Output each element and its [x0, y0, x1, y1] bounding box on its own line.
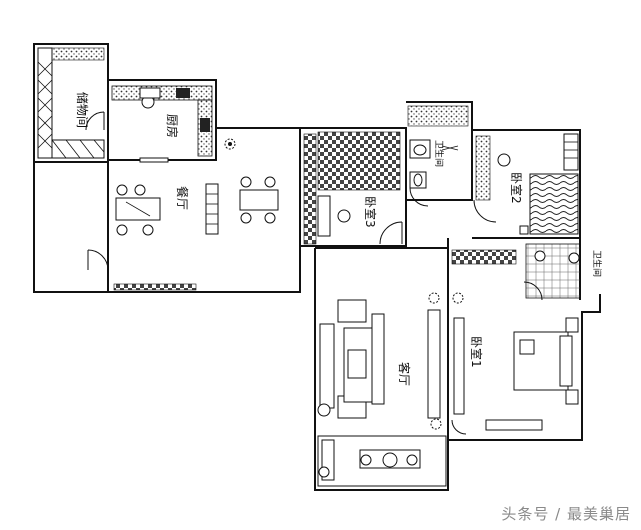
watermark-separator: /	[555, 505, 562, 523]
label-bedroom3: 卧室3	[363, 196, 378, 228]
plant-icon	[224, 138, 236, 150]
storage-room	[37, 47, 105, 159]
bedroom-2	[473, 133, 579, 235]
label-bedroom2: 卧室2	[509, 172, 524, 204]
watermark-author: 最美巢居	[566, 505, 631, 523]
watermark: 头条号 / 最美巢居	[501, 503, 631, 524]
bedroom-1	[451, 249, 579, 435]
living-room	[317, 299, 465, 487]
label-bath: 卫生间	[591, 250, 603, 277]
bedroom-3	[303, 131, 403, 245]
label-storage: 储物间	[75, 92, 90, 128]
label-toilet: 卫生间	[433, 140, 445, 167]
label-bedroom1: 卧室1	[469, 336, 484, 368]
label-kitchen: 厨房	[165, 114, 180, 138]
toilet-room	[407, 105, 469, 207]
label-living: 客厅	[397, 362, 412, 386]
kitchen	[111, 85, 213, 163]
dining-area	[87, 176, 279, 291]
watermark-source: 头条号	[501, 505, 550, 523]
label-dining: 餐厅	[175, 186, 190, 210]
room-labels: 储物间 厨房 餐厅 卧室3 卫生间 卧室2 客厅 卧室1 卫生间	[75, 92, 603, 386]
ensuite-bath	[523, 243, 581, 301]
plant-icon	[428, 292, 464, 430]
